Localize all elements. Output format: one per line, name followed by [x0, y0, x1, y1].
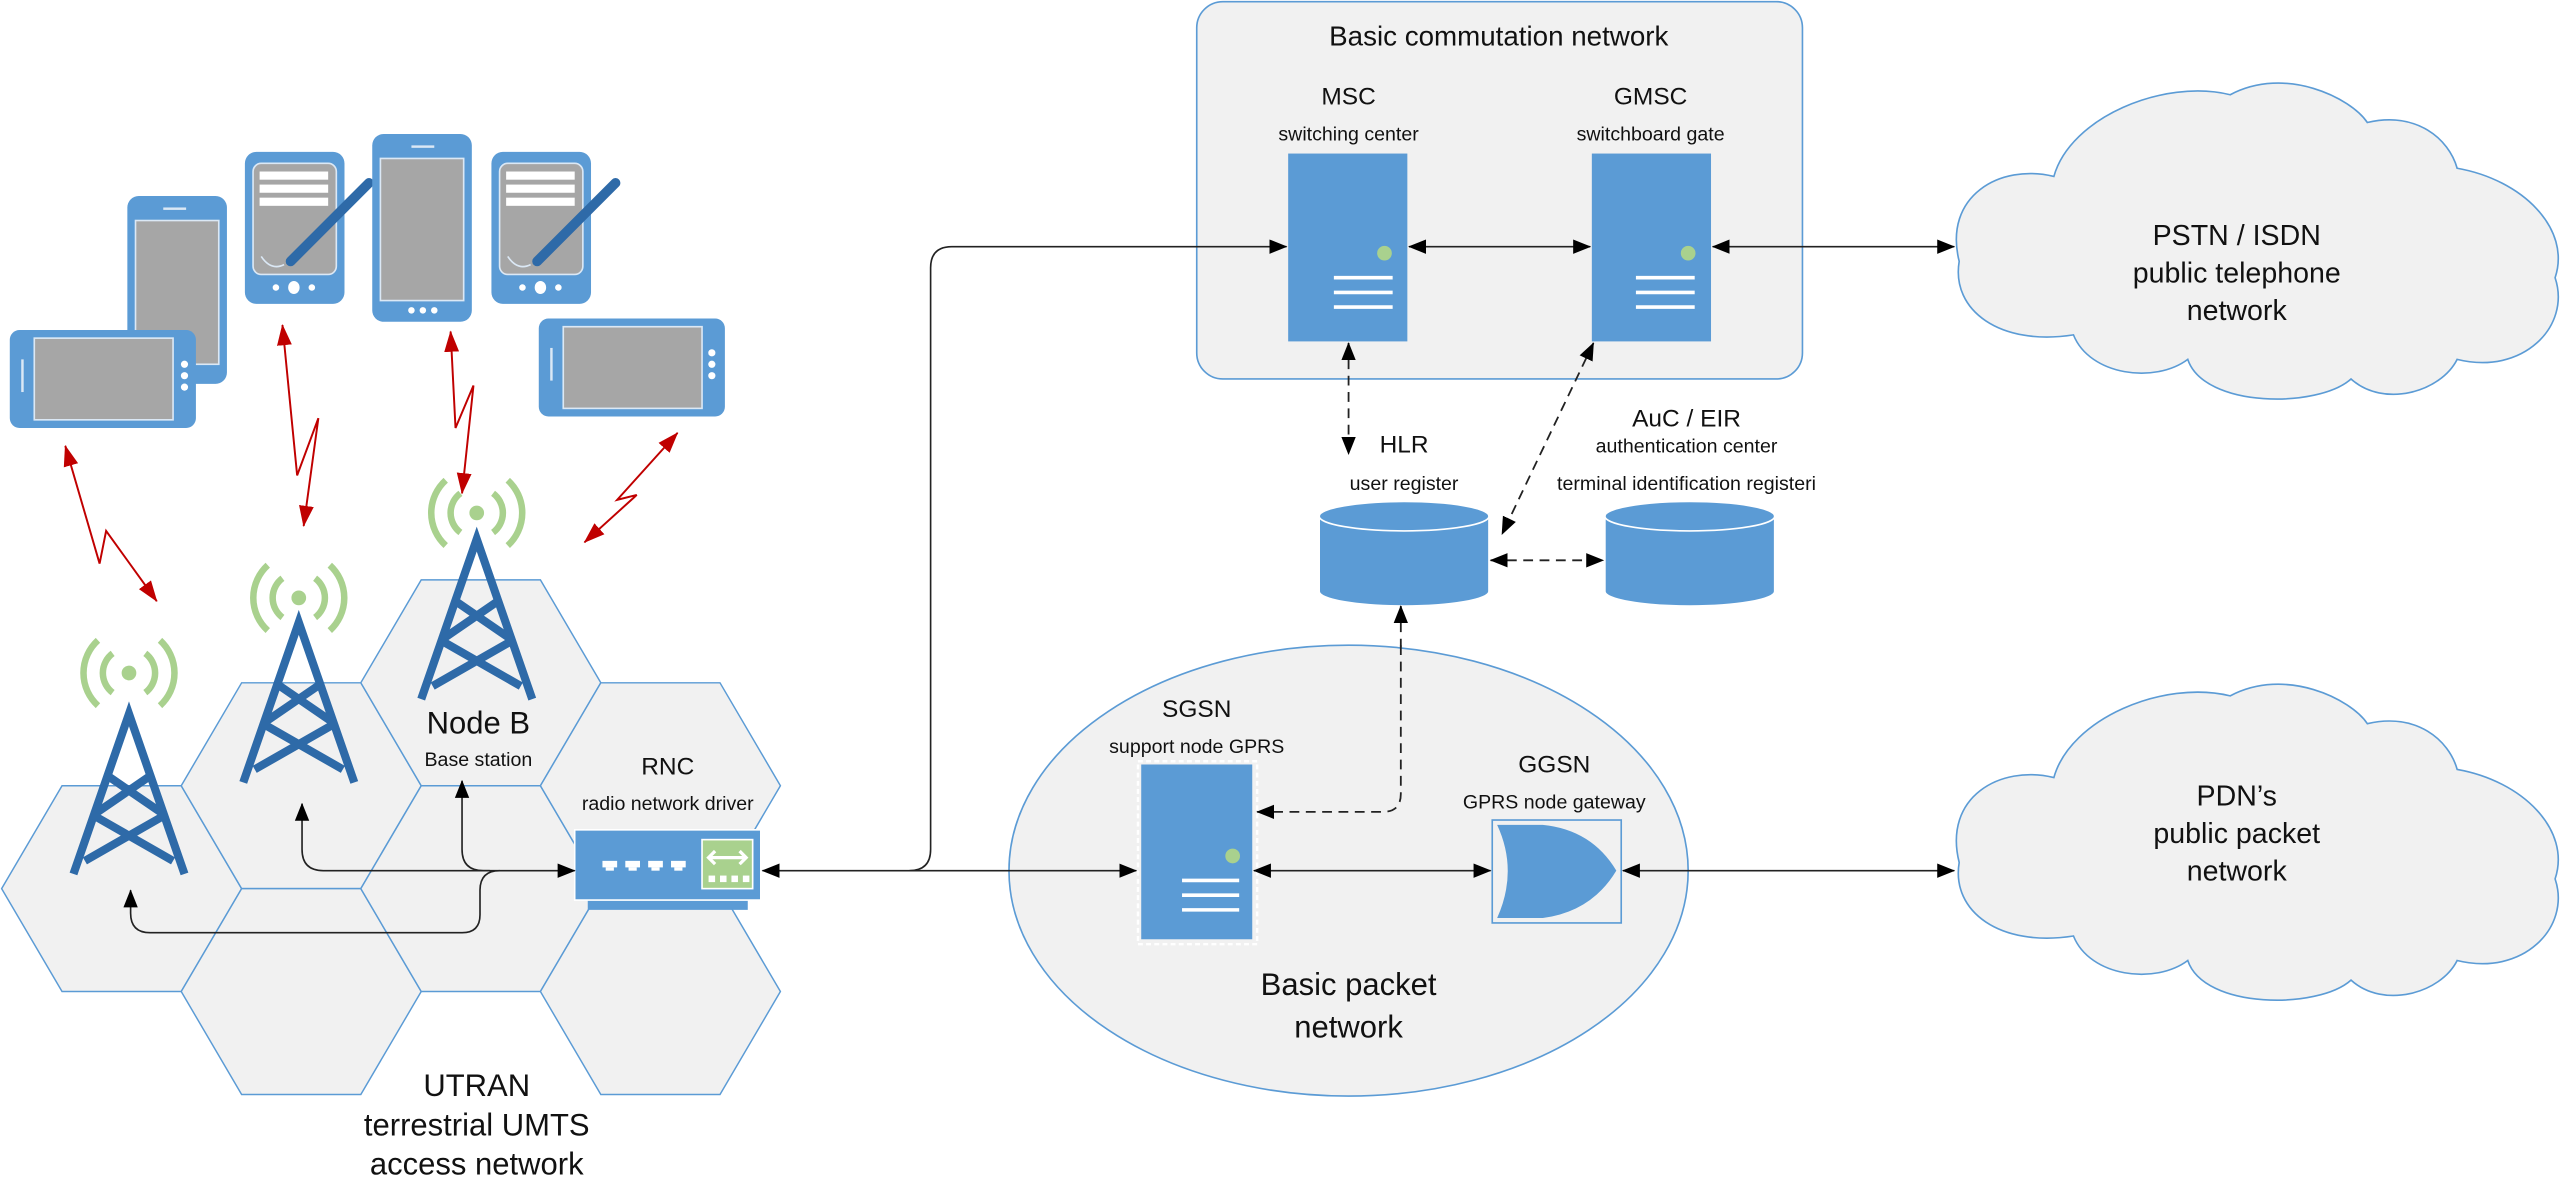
- msc-desc: switching center: [1278, 123, 1419, 145]
- commutation-network-title: Basic commutation network: [1329, 21, 1668, 52]
- pstn-cloud[interactable]: PSTN / ISDN public telephone network: [1955, 82, 2560, 400]
- radio-links: [63, 324, 679, 602]
- auc-desc: authentication center: [1596, 435, 1778, 457]
- hlr-label: HLR: [1380, 431, 1429, 458]
- cloud-icon: [1955, 82, 2560, 400]
- msc-server[interactable]: [1288, 153, 1408, 342]
- commutation-network-region: [1195, 0, 1804, 380]
- tablet-icon[interactable]: [538, 318, 725, 417]
- auc-eir-database[interactable]: [1604, 500, 1776, 607]
- tablet-icon[interactable]: [9, 329, 196, 428]
- server-icon: [1288, 153, 1408, 342]
- utran-cell-grid: [0, 579, 782, 1096]
- rnc-base: [587, 900, 748, 910]
- sgsn-label: SGSN: [1162, 696, 1231, 723]
- pstn-desc: public telephone: [2133, 258, 2341, 290]
- signal-waves-icon: [83, 640, 174, 705]
- radio-link: [583, 432, 679, 544]
- auc-eir-label: AuC / EIR: [1632, 405, 1741, 432]
- hlr-database[interactable]: [1318, 500, 1490, 607]
- ggsn-label: GGSN: [1518, 752, 1590, 779]
- ggsn-desc: GPRS node gateway: [1463, 792, 1646, 814]
- node-b-desc: Base station: [425, 749, 533, 771]
- pdn-desc: public packet: [2153, 818, 2320, 850]
- pstn-title: PSTN / ISDN: [2153, 220, 2321, 252]
- packet-network-title: Basic packet: [1261, 967, 1437, 1002]
- packet-network-title-2: network: [1294, 1009, 1403, 1044]
- sgsn-server[interactable]: [1136, 759, 1259, 946]
- rnc-to-tower-1-link: [123, 869, 500, 934]
- gateway-or-gate-icon: [1497, 824, 1617, 919]
- stylus-phone-icon[interactable]: [244, 151, 374, 304]
- msc-label: MSC: [1321, 84, 1375, 111]
- ethernet-ports-icon: [602, 860, 686, 871]
- rnc-device[interactable]: [573, 829, 762, 910]
- node-b-label: Node B: [427, 705, 530, 740]
- pdn-title: PDN’s: [2197, 780, 2277, 812]
- rnc-desc: radio network driver: [582, 793, 754, 815]
- hlr-desc: user register: [1350, 473, 1459, 495]
- gmsc-hlr-link: [1501, 342, 1595, 535]
- pdn-desc-2: network: [2187, 855, 2288, 887]
- stylus-phone-icon[interactable]: [491, 151, 621, 304]
- radio-link: [277, 324, 320, 528]
- mobile-devices: [9, 133, 725, 428]
- utran-subtitle-2: access network: [370, 1146, 584, 1181]
- rnc-to-tower-2-link: [294, 802, 490, 872]
- radio-link: [444, 330, 475, 495]
- radio-link: [63, 444, 158, 602]
- gmsc-server[interactable]: [1591, 153, 1712, 342]
- utran-subtitle: terrestrial UMTS: [364, 1107, 590, 1142]
- gmsc-desc: switchboard gate: [1577, 123, 1725, 145]
- ggsn-gateway[interactable]: [1491, 819, 1623, 924]
- gmsc-label: GMSC: [1614, 84, 1687, 111]
- rnc-label: RNC: [641, 753, 694, 780]
- pstn-desc-2: network: [2187, 295, 2288, 327]
- bidirectional-arrow-icon: [701, 838, 754, 890]
- eir-desc: terminal identification registeri: [1557, 473, 1816, 495]
- cloud-icon: [1955, 683, 2560, 1001]
- utran-title: UTRAN: [423, 1068, 530, 1103]
- smartphone-icon[interactable]: [372, 133, 472, 322]
- pdn-cloud[interactable]: PDN’s public packet network: [1955, 683, 2560, 1001]
- server-icon: [1591, 153, 1712, 342]
- sgsn-desc: support node GPRS: [1109, 736, 1284, 758]
